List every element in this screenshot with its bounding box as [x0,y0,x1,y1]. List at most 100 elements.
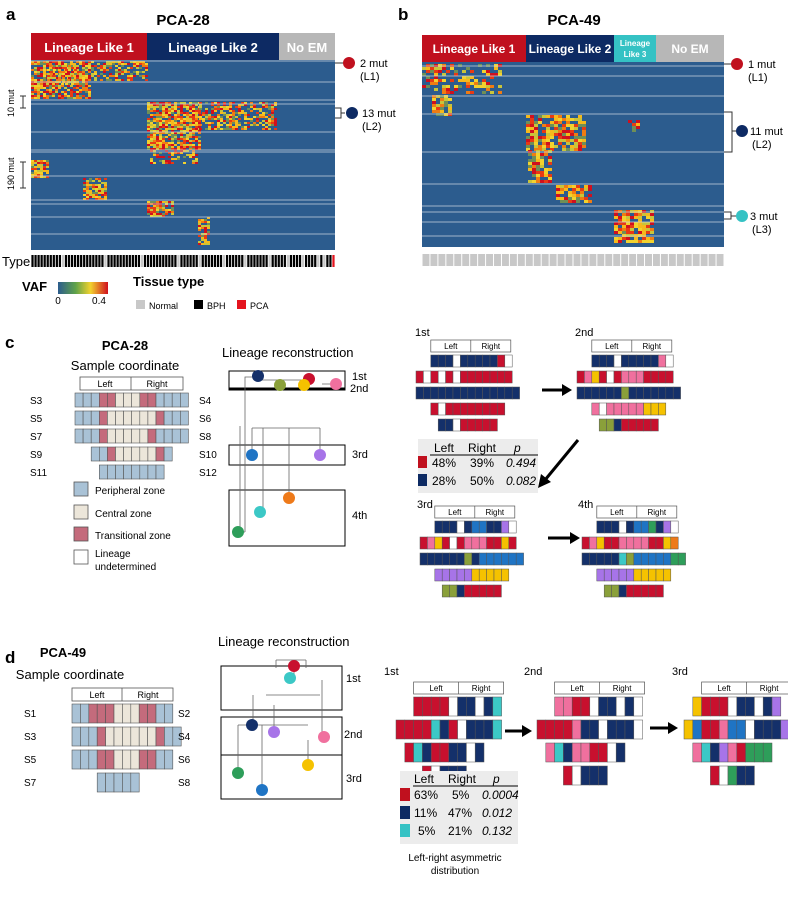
heat-cell [544,153,548,156]
grid-cell [613,402,622,416]
type-cell [470,254,478,266]
heat-cell [127,67,130,69]
heat-cell [95,196,98,198]
heat-cell [180,144,183,146]
heat-cell [486,85,490,88]
heat-cell [554,145,558,148]
heat-cell [538,148,542,151]
grid-cell [536,719,547,740]
heat-cell [62,79,65,81]
heat-cell [560,185,564,188]
heat-cell [578,118,582,121]
heat-cell [70,65,73,67]
lineage-node [302,759,314,771]
heat-cell [70,73,73,75]
heat-cell [536,165,540,168]
type-cell [274,255,277,267]
group-label-b2: Lineage Like 2 [529,42,612,56]
heat-cell [630,228,634,231]
heat-cell [205,102,208,104]
heat-cell [156,140,159,142]
heat-cell [59,73,62,75]
grid-cell [434,536,443,550]
heat-cell [165,146,168,148]
heat-cell [268,124,271,126]
type-cell [207,255,210,267]
heat-cell [104,198,107,200]
heat-cell [171,130,174,132]
d-r2-left: 11% [414,806,437,820]
heat-cell [183,144,186,146]
heat-cell [168,120,171,122]
heat-cell [83,194,86,196]
heat-cell [31,176,34,178]
heat-cell [165,148,168,150]
zone-cell [96,703,106,724]
heat-cell [156,112,159,114]
type-cell [332,255,335,267]
heat-cell [165,114,168,116]
heat-cell [494,64,498,67]
d-lineage-tree [220,659,343,800]
heat-cell [168,146,171,148]
grid-cell [460,354,469,368]
heat-cell [574,145,578,148]
sample-label-right: S4 [178,732,191,743]
heat-cell [71,67,74,69]
grid-cell [635,386,644,400]
grid-cell [486,520,495,534]
grid-cell [437,386,446,400]
grid-cell [621,370,630,384]
heat-cell [217,124,220,126]
grid-cell [607,696,617,717]
heat-cell [177,112,180,114]
heat-cell [180,138,183,140]
grid-cell [571,696,582,717]
heat-cell [530,118,534,121]
heat-cell [156,128,159,130]
heat-cell [470,91,474,94]
heat-cell [208,114,211,116]
heat-cell [104,184,107,186]
heat-cell [220,124,223,126]
heat-cell [614,222,618,225]
heat-cell [40,83,43,85]
heat-cell [83,182,86,184]
heat-cell [150,128,153,130]
grid-cell [745,742,755,763]
grid-cell [457,696,467,717]
heat-cell [207,223,210,225]
zone-cell [99,410,108,426]
type-cell [116,255,119,267]
heat-cell [55,87,58,89]
heat-cell [31,160,34,162]
heat-cell [177,152,180,154]
grid-cell [648,536,657,550]
heat-cell [103,63,106,65]
heat-cell [271,108,274,110]
heat-cell [195,126,198,128]
grid-cell [589,742,599,763]
heat-cell [147,144,150,146]
heat-cell [97,75,100,77]
heat-cell [156,201,159,203]
heat-cell [121,79,124,81]
heat-cell [91,75,94,77]
heat-cell [74,69,77,71]
grid-cell [460,386,469,400]
heat-cell [147,209,150,211]
type-cell [229,255,232,267]
heat-cell [229,122,232,124]
heat-cell [52,93,55,95]
heat-cell [204,225,207,227]
heat-cell [76,91,79,93]
heat-cell [64,71,67,73]
grid-cell [606,402,615,416]
grid-cell [478,552,487,566]
heat-cell [570,133,574,136]
d-level-2nd: 2nd [344,729,362,741]
heat-cell [76,61,79,63]
d-grid-2nd-label: 2nd [524,666,542,678]
heat-cell [150,160,153,162]
zone-label: Transitional zone [95,531,171,542]
